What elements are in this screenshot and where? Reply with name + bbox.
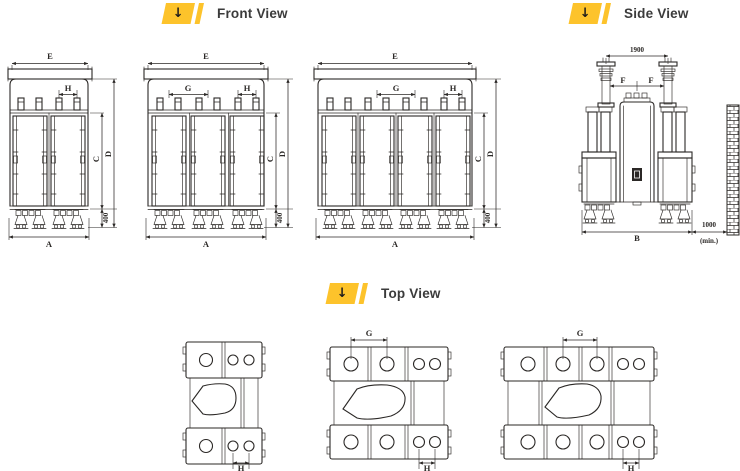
wall-hatch <box>726 104 740 236</box>
dim-label-H: H <box>244 83 251 93</box>
top-view-4-section-drawing: G H <box>500 328 661 471</box>
down-arrow-icon: ↓ <box>568 2 613 24</box>
dim-label-A: A <box>203 239 210 249</box>
down-arrow-glyph: ↓ <box>579 5 591 21</box>
dim-label-B: B <box>634 233 640 243</box>
top-view-2-section-drawing: H <box>182 339 266 471</box>
dim-label-H: H <box>65 83 72 93</box>
dim-label-400: 400 <box>276 212 284 223</box>
dim-label-C: C <box>91 156 101 162</box>
side-view-heading: ↓ Side View <box>568 2 689 24</box>
down-arrow-glyph: ↓ <box>336 285 348 301</box>
hv-bushing-left <box>596 57 616 108</box>
front-view-title: Front View <box>217 5 288 21</box>
dim-label-H: H <box>628 463 635 471</box>
dim-label-1900: 1900 <box>630 46 645 54</box>
dim-label-G: G <box>577 328 584 338</box>
dim-label-min-note: (min.) <box>700 237 719 245</box>
dim-label-E: E <box>203 51 209 61</box>
dim-label-H: H <box>238 463 245 471</box>
dim-label-E: E <box>47 51 53 61</box>
dim-label-G: G <box>393 83 400 93</box>
dim-label-G: G <box>366 328 373 338</box>
dim-label-H: H <box>424 463 431 471</box>
top-view-heading: ↓ Top View <box>325 282 441 304</box>
hv-bushing-right <box>658 57 678 108</box>
side-view-title: Side View <box>624 5 689 21</box>
dim-label-D: D <box>485 151 495 157</box>
front-view-2-coil-drawing: E H A C 400 D <box>7 46 120 251</box>
core-cam-outline <box>191 383 237 416</box>
top-view-3-section-drawing: G H <box>326 328 455 471</box>
top-view-title: Top View <box>381 285 441 301</box>
front-view-4-coil-drawing: E G H A C 400 D <box>313 46 504 251</box>
down-arrow-glyph: ↓ <box>172 5 184 21</box>
dim-label-F-left: F <box>620 75 625 85</box>
dim-label-C: C <box>265 156 275 162</box>
core-cam-outline <box>544 383 602 419</box>
dim-label-D: D <box>277 151 287 157</box>
side-view-drawing: 1900 F <box>576 40 740 260</box>
dim-label-C: C <box>473 156 483 162</box>
down-arrow-icon: ↓ <box>325 282 370 304</box>
dim-label-E: E <box>392 51 398 61</box>
dim-label-400: 400 <box>484 212 492 223</box>
dim-label-1000: 1000 <box>702 221 717 229</box>
dim-label-A: A <box>392 239 399 249</box>
dim-label-400: 400 <box>102 212 110 223</box>
dim-label-G: G <box>185 83 192 93</box>
core-cam-outline <box>342 384 406 420</box>
dim-label-H: H <box>450 83 457 93</box>
dim-label-A: A <box>46 239 53 249</box>
dim-label-D: D <box>103 151 113 157</box>
down-arrow-icon: ↓ <box>161 2 206 24</box>
front-view-heading: ↓ Front View <box>161 2 288 24</box>
dim-label-F-right: F <box>648 75 653 85</box>
front-view-3-coil-drawing: E G H A C 400 D <box>143 46 296 251</box>
